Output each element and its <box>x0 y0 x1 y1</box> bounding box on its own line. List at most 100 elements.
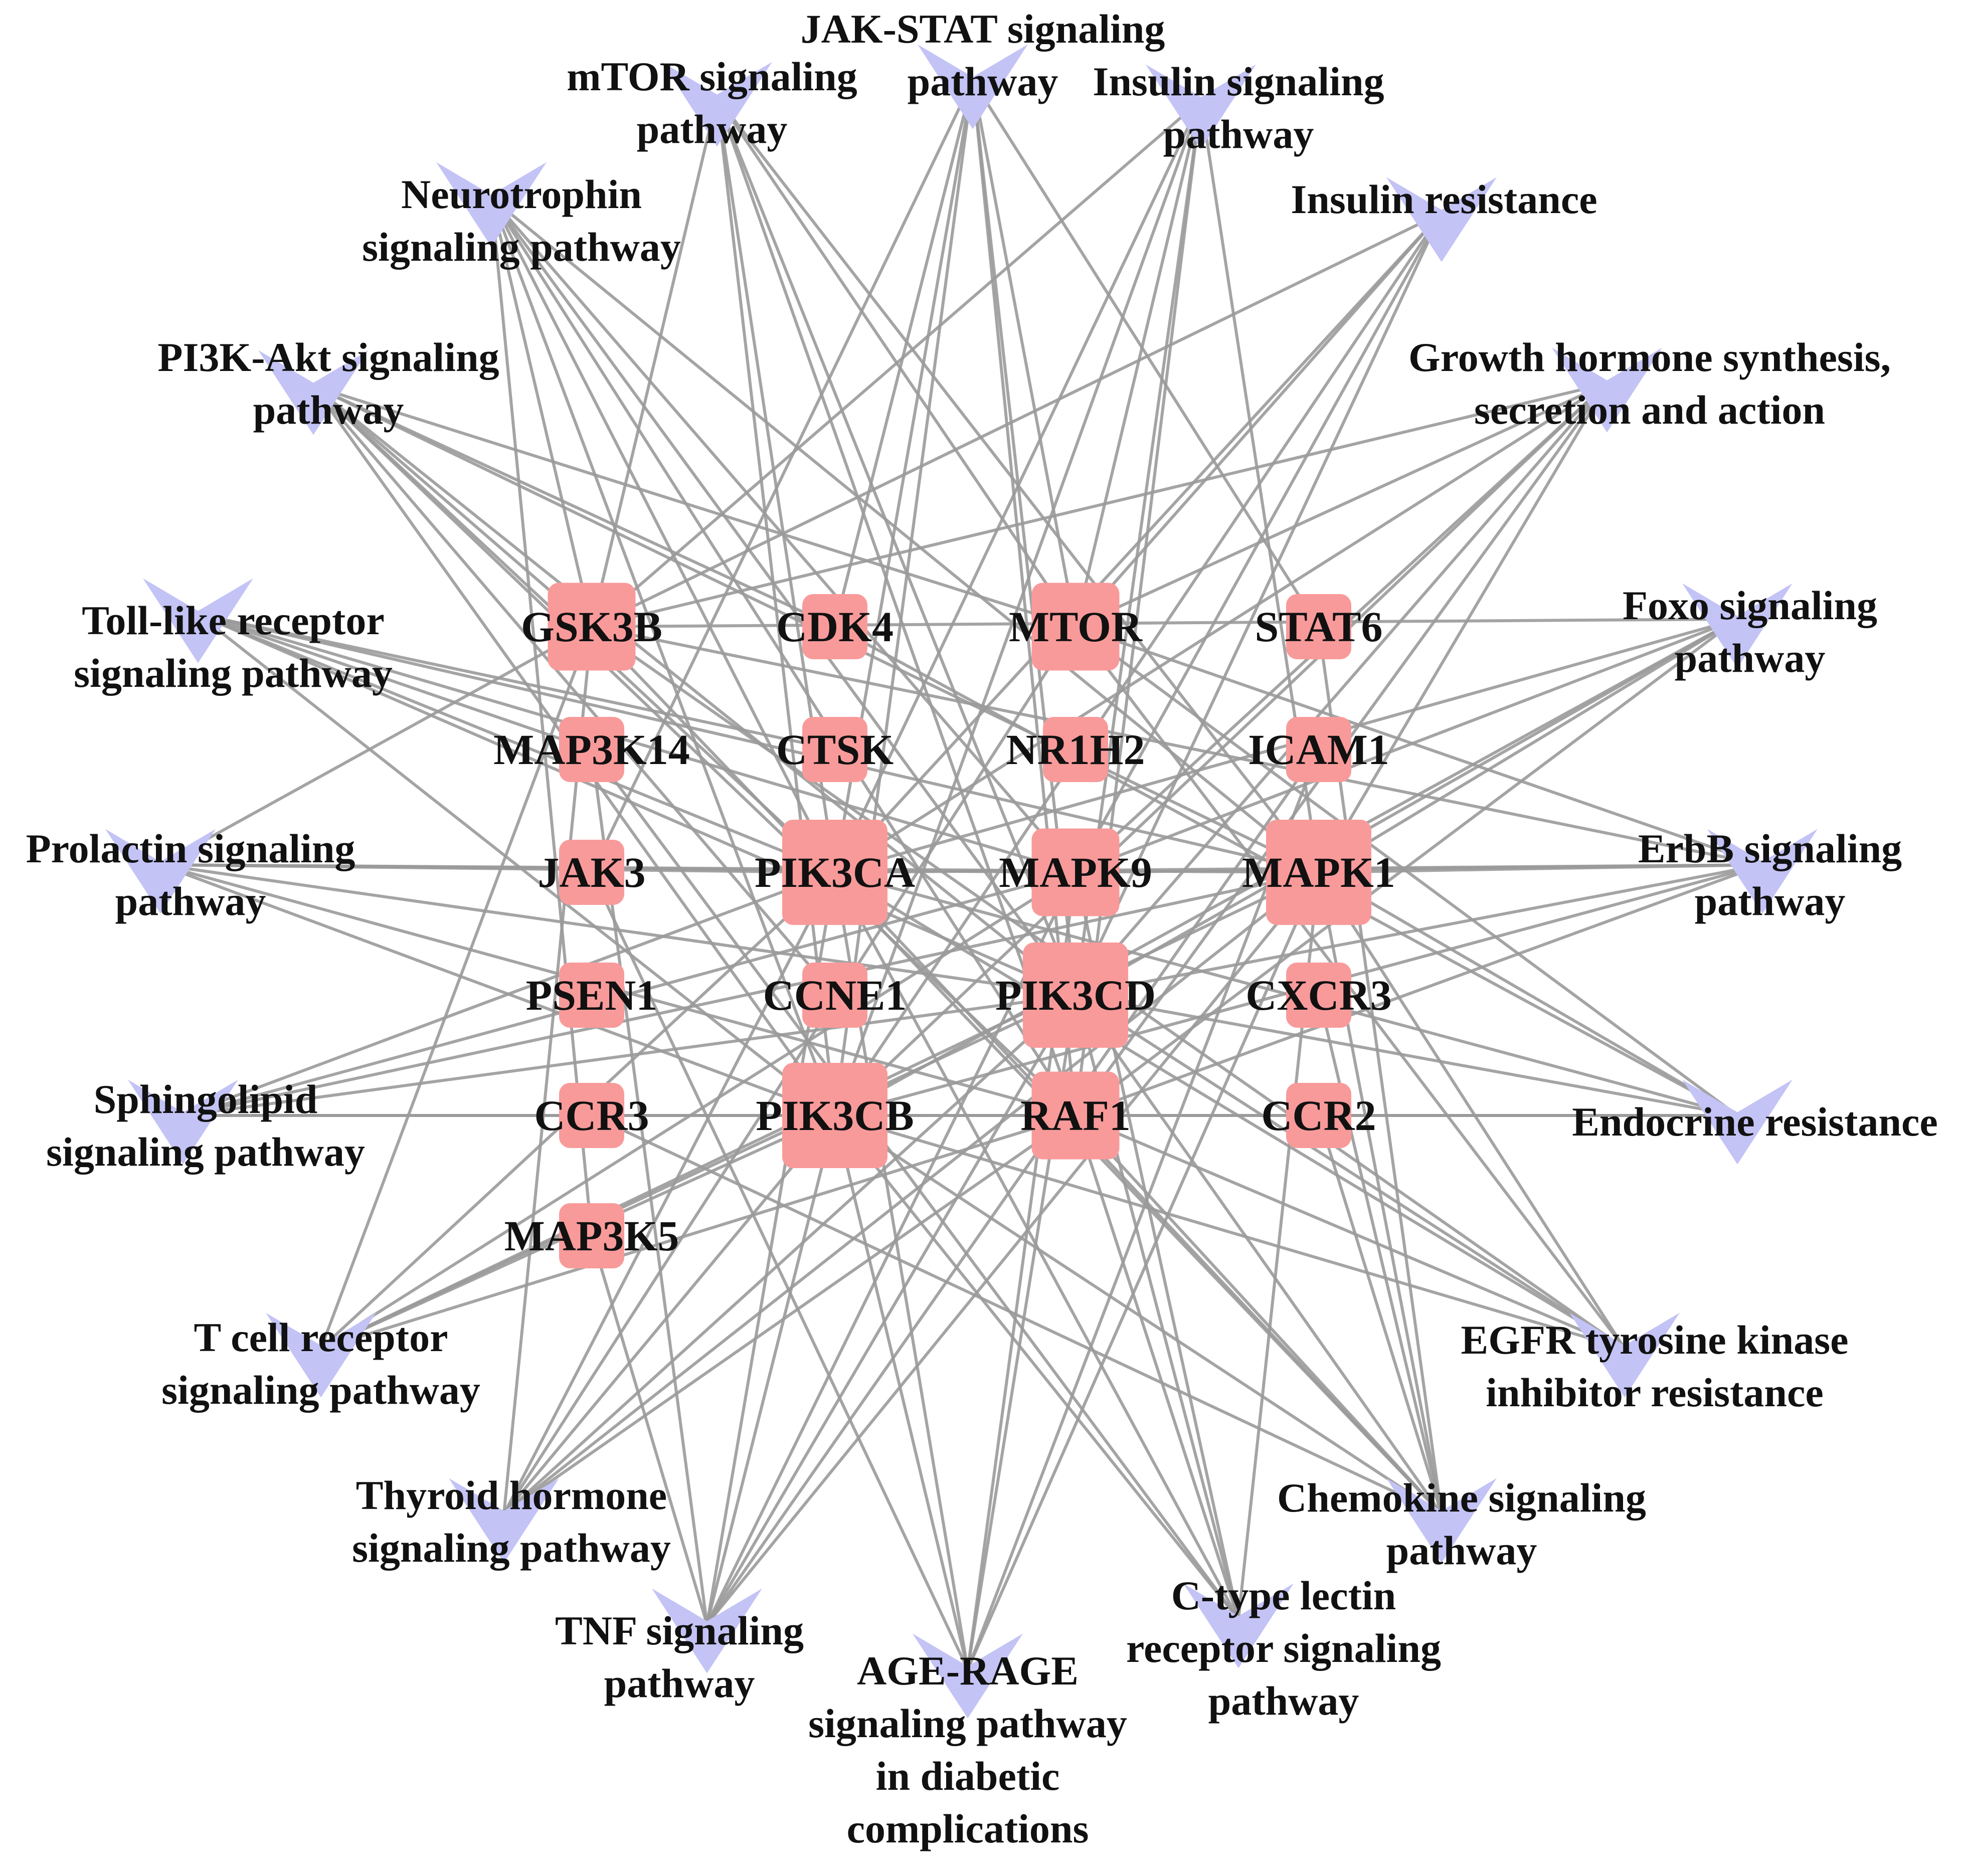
gene-node-ICAM1 <box>1286 717 1351 782</box>
pathway-node-foxo <box>1682 583 1793 668</box>
pathway-node-jakstat <box>918 44 1028 129</box>
edge-prolactin-PIK3CB <box>159 863 836 1117</box>
edges-layer <box>159 79 1763 1670</box>
pathway-label-line: receptor signaling <box>1126 1625 1441 1671</box>
edge-growth-MTOR <box>1075 382 1608 628</box>
pathway-label-line: Thyroid hormone <box>356 1472 667 1518</box>
edge-agerage-JAK3 <box>590 871 969 1670</box>
edge-pi3k-PIK3CD <box>312 385 1077 997</box>
gene-node-PIK3CA <box>782 820 887 925</box>
edge-mtor_path-GSK3B <box>590 97 719 627</box>
edge-insulin_res-GSK3B <box>591 212 1443 628</box>
pathway-node-pi3k <box>258 350 369 435</box>
edge-agerage-PIK3CB <box>833 1115 969 1670</box>
gene-label-CCR3: CCR3 <box>534 1091 649 1140</box>
edge-neurotrophin-MAPK9 <box>490 197 1077 873</box>
edge-mtor_path-PIK3CB <box>716 97 836 1116</box>
pathway-label-line: JAK-STAT signaling <box>801 6 1165 52</box>
pathway-label-line: pathway <box>1675 635 1826 681</box>
gene-node-RAF1 <box>1031 1071 1120 1160</box>
pathway-node-prolactin <box>105 829 216 914</box>
edge-agerage-ICAM1 <box>966 748 1320 1670</box>
pathway-label-line: signaling pathway <box>161 1367 480 1413</box>
pathway-node-insulin_res <box>1386 177 1497 262</box>
gene-label-STAT6: STAT6 <box>1255 603 1383 651</box>
pathway-label-mtor_path: mTOR signaling pathway <box>567 54 857 152</box>
gene-label-MAP3K5: MAP3K5 <box>504 1212 679 1260</box>
gene-label-CCR2: CCR2 <box>1261 1091 1376 1140</box>
pathway-node-mtor_path <box>662 62 772 147</box>
pathway-node-egfr <box>1569 1312 1680 1398</box>
pathway-label-line: ErbB signaling <box>1638 826 1902 871</box>
pathway-label-toll: Toll-like receptor signaling pathway <box>74 598 393 696</box>
edge-jakstat-PIK3CB <box>833 80 974 1116</box>
edge-egfr-PIK3CD <box>1075 994 1626 1350</box>
edge-chemokine-PIK3CA <box>833 871 1443 1516</box>
gene-node-CTSK <box>802 717 867 782</box>
edge-egfr-RAF1 <box>1075 1114 1626 1350</box>
edge-tnf-MAPK1 <box>705 871 1320 1625</box>
edge-insulin_res-MTOR <box>1074 212 1443 628</box>
pathway-label-line: Toll-like receptor <box>82 598 385 643</box>
pathway-label-line: pathway <box>1695 878 1846 924</box>
gene-label-CCNE1: CCNE1 <box>763 971 907 1019</box>
pathway-label-insulin_res: Insulin resistance <box>1291 176 1597 222</box>
pathway-label-line: Prolactin signaling <box>26 826 355 871</box>
edge-pi3k-MTOR <box>313 385 1076 628</box>
edge-thyroid-PIK3CD <box>502 994 1077 1516</box>
pathway-label-line: Growth hormone synthesis, <box>1408 334 1891 380</box>
edge-endocrine-MAPK1 <box>1318 871 1738 1117</box>
pathway-label-line: inhibitor resistance <box>1486 1370 1824 1415</box>
pathway-label-line: Neurotrophin <box>401 171 642 217</box>
pathway-label-line: TNF signaling <box>555 1608 804 1653</box>
gene-node-CCR2 <box>1286 1083 1351 1148</box>
edge-ctype-PIK3CB <box>833 1114 1240 1620</box>
edge-neurotrophin-GSK3B <box>490 198 593 627</box>
edge-ctype-MAP3K14 <box>590 748 1240 1620</box>
edge-thyroid-MAPK1 <box>503 871 1320 1516</box>
edge-ctype-RAF1 <box>1074 1115 1240 1620</box>
edge-jakstat-JAK3 <box>590 79 974 873</box>
edge-insulin_res-PIK3CB <box>833 212 1443 1116</box>
pathway-label-line: Insulin signaling <box>1093 59 1384 104</box>
pathway-label-line: complications <box>847 1806 1089 1851</box>
edge-egfr-PIK3CA <box>834 871 1626 1350</box>
edge-growth-GSK3B <box>591 382 1608 628</box>
pathway-label-line: mTOR signaling <box>567 54 857 99</box>
edge-erbb-MTOR <box>1075 625 1763 866</box>
pathway-label-line: pathway <box>637 106 788 152</box>
edge-erbb-GSK3B <box>591 625 1763 866</box>
gene-node-MTOR <box>1031 583 1120 671</box>
gene-label-MAPK9: MAPK9 <box>999 848 1152 896</box>
edge-endocrine-PIK3CD <box>1075 994 1738 1117</box>
gene-label-ICAM1: ICAM1 <box>1248 725 1389 774</box>
pathway-label-line: EGFR tyrosine kinase <box>1461 1317 1849 1363</box>
gene-label-CDK4: CDK4 <box>776 603 894 651</box>
pathway-label-line: AGE-RAGE <box>857 1648 1079 1694</box>
pathway-node-insulin_sig <box>1146 64 1256 149</box>
edge-chemokine-PIK3CB <box>834 1114 1443 1516</box>
edge-neurotrophin-MAPK1 <box>490 197 1320 874</box>
edge-tcell-RAF1 <box>320 1114 1076 1350</box>
pathway-label-endocrine: Endocrine resistance <box>1572 1099 1938 1145</box>
pathway-node-chemokine <box>1386 1478 1497 1563</box>
pathway-label-line: Sphingolipid <box>94 1076 318 1122</box>
pathway-label-line: C-type lectin <box>1171 1573 1396 1618</box>
edge-insulin_res-PIK3CA <box>833 212 1443 874</box>
pathway-label-line: signaling pathway <box>74 650 393 696</box>
gene-node-NR1H2 <box>1043 717 1108 782</box>
gene-label-PIK3CD: PIK3CD <box>995 971 1156 1019</box>
edge-thyroid-PIK3CA <box>502 871 836 1515</box>
gene-label-GSK3B: GSK3B <box>521 603 662 651</box>
gene-node-CCR3 <box>559 1083 624 1148</box>
pathway-label-line: signaling pathway <box>352 1525 671 1571</box>
pathway-node-neurotrophin <box>436 162 547 247</box>
edge-egfr-PIK3CB <box>834 1114 1625 1350</box>
gene-label-MAP3K14: MAP3K14 <box>493 725 690 774</box>
